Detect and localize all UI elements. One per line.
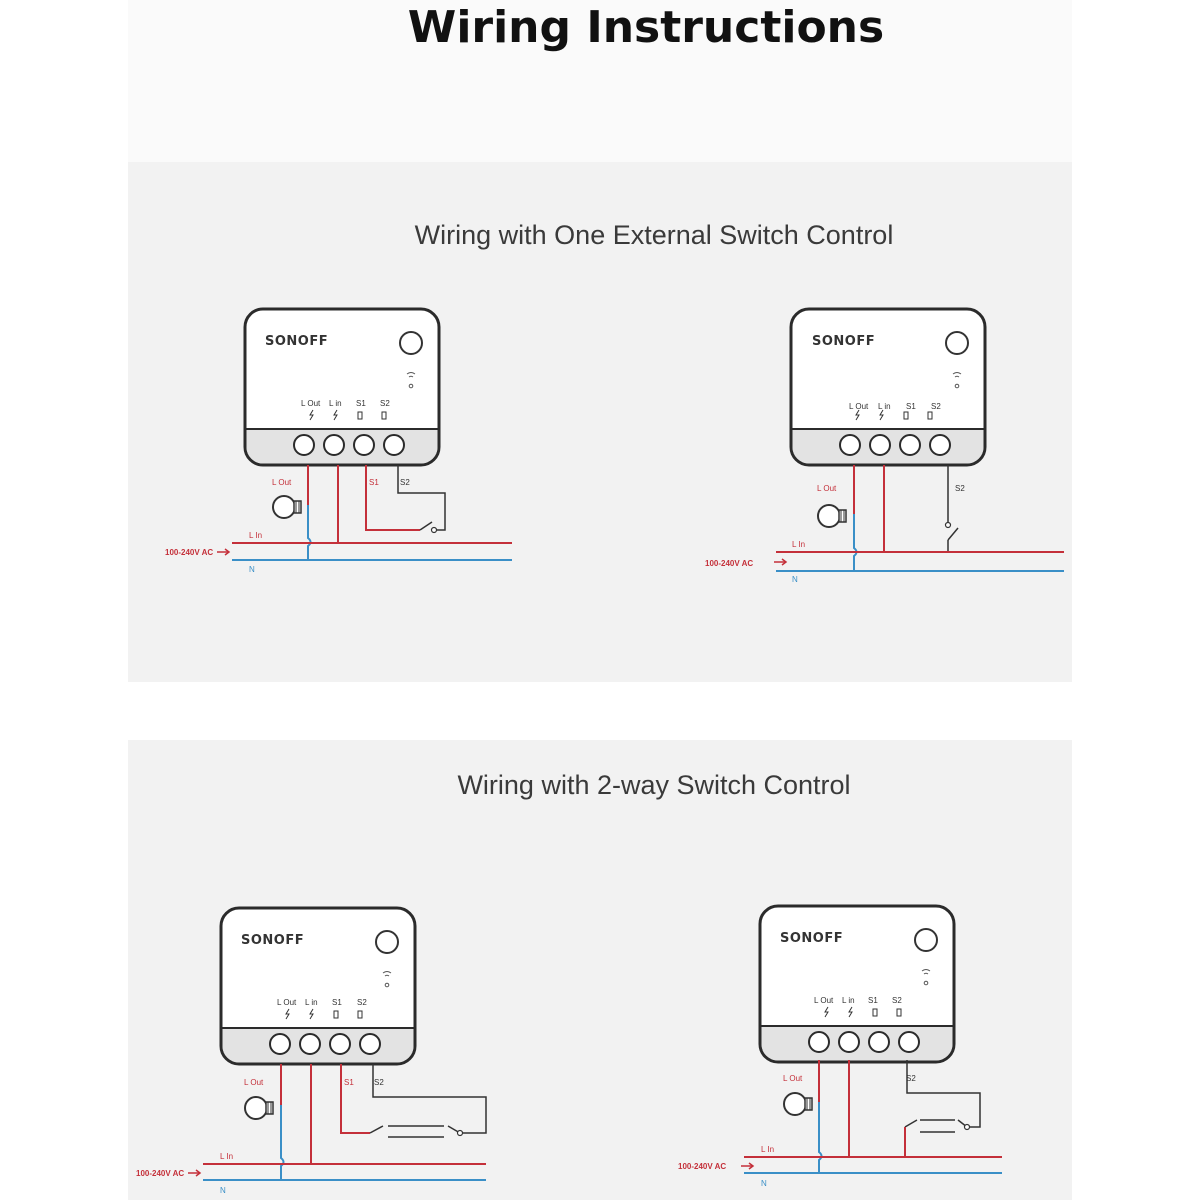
diagram-two-way-s1: SONOFF L Out L in S1 S2 L Out S1 S2 L In… bbox=[136, 906, 487, 1195]
wire-label-lin: L In bbox=[792, 540, 805, 549]
neutral-drop bbox=[307, 505, 312, 560]
terminal-label-s2: S2 bbox=[892, 996, 902, 1005]
terminal-label-lout: L Out bbox=[301, 399, 321, 408]
s2-wire bbox=[397, 465, 446, 531]
terminal-label-lin: L in bbox=[329, 399, 342, 408]
s1-wire bbox=[340, 1064, 370, 1134]
switch-contact bbox=[944, 521, 952, 529]
switch-lever-a bbox=[904, 1119, 918, 1128]
terminal-label-s2: S2 bbox=[380, 399, 390, 408]
sonoff-device bbox=[758, 904, 956, 1064]
diagram-one-switch-s1: SONOFF L Out L in S1 S2 L Out S1 S2 L In… bbox=[165, 307, 512, 574]
terminal-label-lin: L in bbox=[842, 996, 855, 1005]
bulb-icon bbox=[783, 1092, 813, 1116]
neutral-drop bbox=[280, 1105, 285, 1180]
wire-label-s2: S2 bbox=[906, 1074, 916, 1083]
wire-label-s1: S1 bbox=[344, 1078, 354, 1087]
terminal-label-s1: S1 bbox=[868, 996, 878, 1005]
supply-label: 100-240V AC bbox=[678, 1162, 726, 1171]
section-title-two-way: Wiring with 2-way Switch Control bbox=[457, 770, 851, 800]
terminal-label-lin: L in bbox=[305, 998, 318, 1007]
brand-label: SONOFF bbox=[780, 931, 843, 946]
brand-label: SONOFF bbox=[265, 334, 328, 349]
wire-label-n: N bbox=[792, 575, 798, 584]
terminal-label-lout: L Out bbox=[849, 402, 869, 411]
wire-label-s1: S1 bbox=[369, 478, 379, 487]
page-title: Wiring Instructions bbox=[407, 2, 885, 53]
wire-label-s2: S2 bbox=[400, 478, 410, 487]
s2-wire bbox=[372, 1064, 487, 1134]
switch-lever-a bbox=[369, 1125, 384, 1134]
wire-label-lout: L Out bbox=[783, 1074, 803, 1083]
diagram-two-way-s2: SONOFF L Out L in S1 S2 L Out S2 L In 10… bbox=[678, 904, 1002, 1188]
section-title-one-switch: Wiring with One External Switch Control bbox=[414, 220, 894, 250]
wire-label-lin: L In bbox=[220, 1152, 233, 1161]
bulb-icon bbox=[817, 504, 847, 528]
supply-label: 100-240V AC bbox=[136, 1169, 184, 1178]
wire-label-s2: S2 bbox=[374, 1078, 384, 1087]
brand-label: SONOFF bbox=[241, 933, 304, 948]
header-band bbox=[128, 0, 1072, 162]
terminal-label-s2: S2 bbox=[357, 998, 367, 1007]
terminal-label-s2: S2 bbox=[931, 402, 941, 411]
terminal-label-s1: S1 bbox=[356, 399, 366, 408]
bulb-icon bbox=[244, 1096, 274, 1120]
supply-label: 100-240V AC bbox=[165, 548, 213, 557]
wire-label-n: N bbox=[220, 1186, 226, 1195]
neutral-drop bbox=[818, 1102, 823, 1173]
terminal-label-lout: L Out bbox=[814, 996, 834, 1005]
wire-label-lin: L In bbox=[249, 531, 262, 540]
switch-lever bbox=[947, 527, 959, 541]
sonoff-device bbox=[219, 906, 417, 1066]
bulb-icon bbox=[272, 495, 302, 519]
brand-label: SONOFF bbox=[812, 334, 875, 349]
diagram-one-switch-s2: SONOFF L Out L in S1 S2 L Out S2 L In 10… bbox=[705, 307, 1064, 584]
s1-wire bbox=[365, 465, 420, 531]
terminal-label-lin: L in bbox=[878, 402, 891, 411]
s2-wire bbox=[906, 1060, 981, 1128]
terminal-label-s1: S1 bbox=[332, 998, 342, 1007]
switch-lever bbox=[419, 521, 433, 531]
sonoff-device bbox=[789, 307, 987, 467]
terminal-label-lout: L Out bbox=[277, 998, 297, 1007]
supply-label: 100-240V AC bbox=[705, 559, 753, 568]
sonoff-device bbox=[243, 307, 441, 467]
terminal-label-s1: S1 bbox=[906, 402, 916, 411]
wire-label-n: N bbox=[761, 1179, 767, 1188]
wire-label-lout: L Out bbox=[244, 1078, 264, 1087]
wire-label-lout: L Out bbox=[272, 478, 292, 487]
switch-contact bbox=[430, 526, 438, 534]
wire-label-lout: L Out bbox=[817, 484, 837, 493]
wire-label-s2: S2 bbox=[955, 484, 965, 493]
wire-label-n: N bbox=[249, 565, 255, 574]
neutral-drop bbox=[853, 514, 858, 571]
wire-label-lin: L In bbox=[761, 1145, 774, 1154]
